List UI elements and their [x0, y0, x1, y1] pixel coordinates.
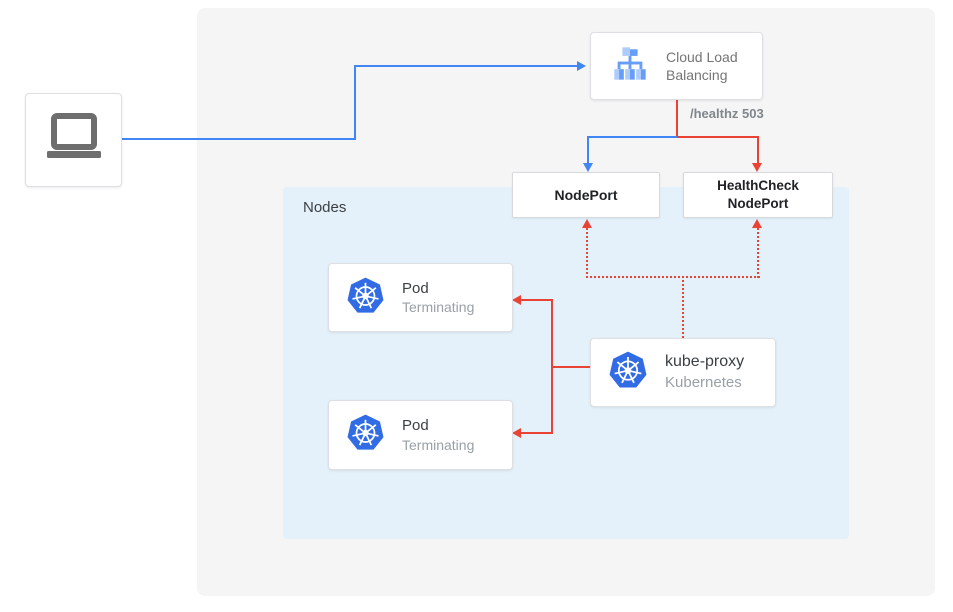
- arrowhead-into-pod2: [512, 428, 521, 438]
- kube-proxy-title: kube-proxy: [665, 353, 745, 371]
- nodes-container-label: Nodes: [303, 199, 347, 216]
- dotted-to-hc-nodeport-line-v: [757, 228, 759, 278]
- healthcheck-nodeport-label-line2: NodePort: [727, 196, 789, 211]
- pod-2-status: Terminating: [402, 436, 475, 453]
- lb-healthz-stem-line: [676, 100, 678, 138]
- kube-proxy-subtitle: Kubernetes: [665, 374, 742, 392]
- arrowhead-into-pod1: [512, 295, 521, 305]
- client-box: [25, 93, 122, 187]
- nodeport-box: NodePort: [512, 172, 660, 218]
- client-to-lb-line-h2: [354, 65, 577, 67]
- lb-to-hc-nodeport-line-v: [757, 136, 759, 164]
- kubernetes-wheel-icon: [608, 350, 648, 395]
- kube-proxy-box: kube-proxy Kubernetes: [590, 338, 776, 407]
- client-to-lb-line-v: [354, 65, 356, 140]
- arrowhead-into-load-balancer: [577, 61, 586, 71]
- pod-2-text: Pod Terminating: [402, 416, 474, 454]
- pod-1-box: Pod Terminating: [328, 263, 513, 332]
- pod-2-box: Pod Terminating: [328, 400, 513, 470]
- lb-to-nodeport-line-v: [587, 136, 589, 164]
- client-to-lb-line-h1: [122, 138, 355, 140]
- kubernetes-wheel-icon: [346, 413, 385, 457]
- arrowhead-into-nodeport: [583, 163, 593, 172]
- laptop-icon: [43, 112, 105, 169]
- lb-to-hc-nodeport-line-h: [677, 136, 759, 138]
- dotted-split-line-h: [586, 276, 760, 278]
- healthcheck-nodeport-label-line1: HealthCheck: [717, 177, 799, 193]
- lb-to-nodeport-line-h: [587, 136, 677, 138]
- dotted-arrowhead-into-nodeport: [582, 219, 592, 228]
- dotted-arrowhead-into-hc-nodeport: [752, 219, 762, 228]
- pods-junction-line-v: [551, 299, 553, 434]
- dotted-to-nodeport-line-v: [586, 228, 588, 278]
- pod-1-text: Pod Terminating: [402, 279, 474, 317]
- healthcheck-nodeport-box: HealthCheck NodePort: [683, 172, 833, 218]
- load-balancer-icon: [611, 46, 649, 86]
- cloud-load-balancing-label: Cloud Load Balancing: [666, 48, 738, 83]
- junction-to-pod2-line: [520, 432, 553, 434]
- kube-proxy-text: kube-proxy Kubernetes: [665, 352, 744, 392]
- kubernetes-wheel-icon: [346, 276, 385, 320]
- pod-2-title: Pod: [402, 417, 429, 435]
- kubeproxy-dotted-line-v: [682, 280, 684, 338]
- pod-1-status: Terminating: [402, 299, 475, 316]
- pod-1-title: Pod: [402, 279, 429, 297]
- healthz-503-label: /healthz 503: [690, 106, 764, 121]
- junction-to-pod1-line: [520, 299, 553, 301]
- nodeport-label: NodePort: [554, 186, 618, 203]
- kubeproxy-to-junction-line: [552, 366, 590, 368]
- arrowhead-into-hc-nodeport: [752, 163, 762, 172]
- cloud-load-balancing-box: Cloud Load Balancing: [590, 32, 763, 100]
